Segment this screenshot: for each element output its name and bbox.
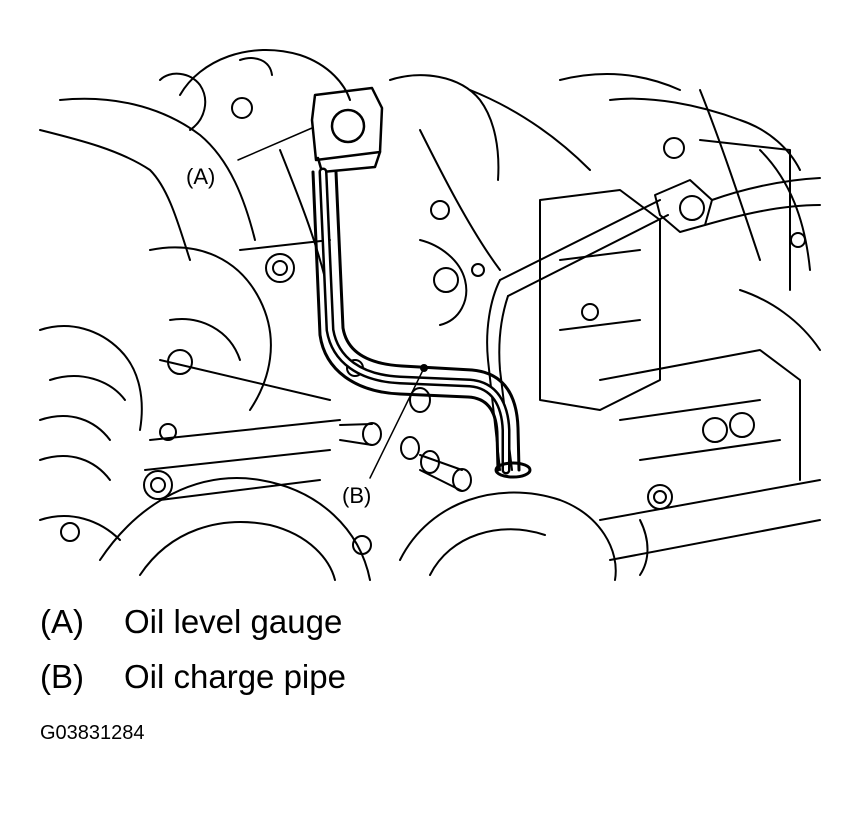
legend-item-oil-level-gauge: (A) Oil level gauge xyxy=(40,605,342,638)
oil-charge-pipe xyxy=(311,167,532,479)
engine-line-drawing: (A) (B) xyxy=(39,48,821,581)
figure-id: G03831284 xyxy=(40,722,145,744)
legend-key: (B) xyxy=(40,658,84,695)
engine-block-outline xyxy=(39,48,821,581)
callout-b-label: (B) xyxy=(342,483,371,508)
legend-text: Oil level gauge xyxy=(124,603,343,640)
hose-and-fitting xyxy=(486,177,821,471)
callout-a-label: (A) xyxy=(186,164,215,189)
legend-item-oil-charge-pipe: (B) Oil charge pipe xyxy=(40,660,346,693)
legend-key: (A) xyxy=(40,603,84,640)
oil-level-gauge-handle xyxy=(310,86,384,174)
bolts xyxy=(60,97,806,555)
callout-b-leader xyxy=(369,367,425,479)
callout-b-dot xyxy=(420,364,428,372)
legend-text: Oil charge pipe xyxy=(124,658,346,695)
callout-a-leader xyxy=(237,127,313,161)
pipe-connectors xyxy=(339,387,472,492)
